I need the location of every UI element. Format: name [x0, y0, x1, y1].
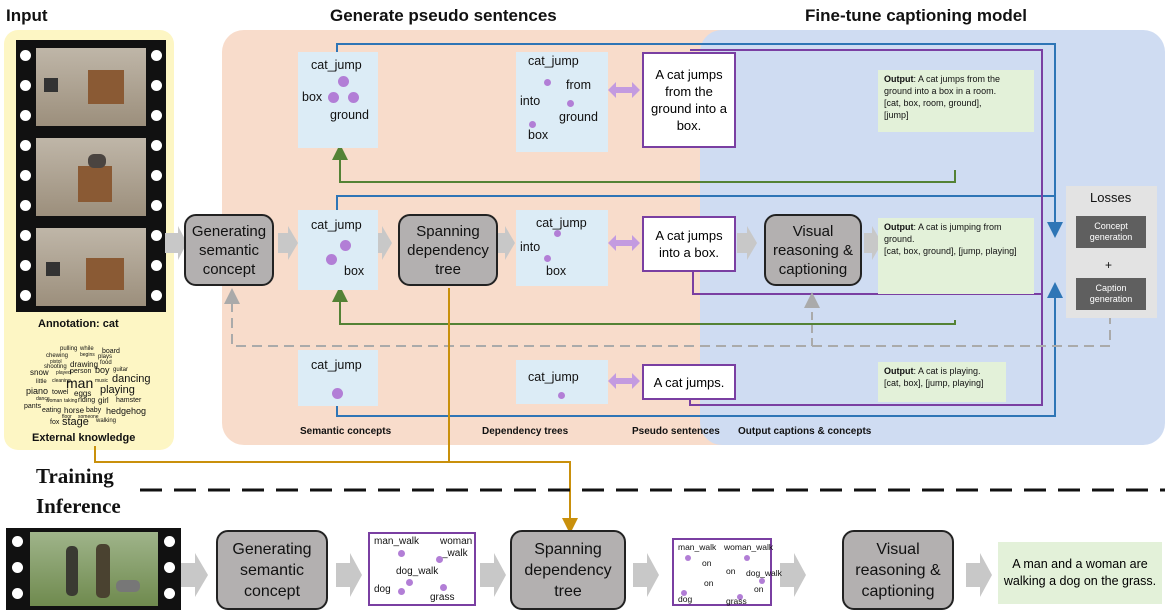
visual-reasoning-captioning-box: Visual reasoning & captioning [764, 214, 862, 286]
inference-generating-semantic-concept-box: Generating semantic concept [216, 530, 328, 610]
generate-header: Generate pseudo sentences [330, 6, 557, 25]
column-label-output: Output captions & concepts [738, 426, 872, 437]
finetune-header: Fine-tune captioning model [805, 6, 1027, 25]
output-caption-1: Output: A cat jumps from the ground into… [878, 70, 1034, 132]
concept-box-2: cat_jump box [298, 210, 378, 290]
video-frame-2 [36, 138, 146, 216]
inference-spanning-dependency-tree-box: Spanning dependency tree [510, 530, 626, 610]
loss-plus: + [1105, 258, 1113, 272]
concept-box-3: cat_jump [298, 350, 378, 406]
input-header: Input [6, 6, 48, 25]
inference-film-strip [6, 528, 181, 610]
losses-title: Losses [1090, 190, 1132, 205]
video-film-strip [16, 40, 166, 312]
external-knowledge-label: External knowledge [32, 432, 136, 444]
generating-semantic-concept-box: Generating semantic concept [184, 214, 274, 286]
inference-concept-box: man_walk woman _walk dog_walk dog grass [368, 532, 476, 606]
tree-box-3: cat_jump [516, 360, 608, 404]
annotation-label: Annotation: cat [38, 318, 119, 330]
video-frame-1 [36, 48, 146, 126]
output-caption-2: Output: A cat is jumping from ground. [c… [878, 218, 1034, 294]
caption-generation-loss: Caption generation [1076, 278, 1146, 310]
video-frame-3 [36, 228, 146, 306]
concept-box-1: cat_jump box ground [298, 52, 378, 148]
inference-output-caption: A man and a woman are walking a dog on t… [998, 542, 1162, 604]
training-label: Training [36, 464, 114, 488]
spanning-dependency-tree-box: Spanning dependency tree [398, 214, 498, 286]
column-label-trees: Dependency trees [482, 426, 569, 437]
inference-tree-box: man_walk woman_walk on on dog_walk on do… [672, 538, 782, 606]
inference-label: Inference [36, 494, 121, 518]
tree-box-1: cat_jump from into ground box [516, 52, 608, 152]
inference-visual-reasoning-box: Visual reasoning & captioning [842, 530, 954, 610]
tree-box-2: cat_jump into box [516, 210, 608, 286]
pseudo-sentence-1: A cat jumps from the ground into a box. [642, 52, 736, 148]
pseudo-sentence-2: A cat jumps into a box. [642, 216, 736, 272]
pseudo-sentence-3: A cat jumps. [642, 364, 736, 400]
column-label-pseudo: Pseudo sentences [632, 426, 720, 437]
column-label-semantic: Semantic concepts [300, 426, 392, 437]
concept-generation-loss: Concept generation [1076, 216, 1146, 248]
inference-video-frame [30, 532, 158, 606]
output-caption-3: Output: A cat is playing. [cat, box], [j… [878, 362, 1006, 402]
